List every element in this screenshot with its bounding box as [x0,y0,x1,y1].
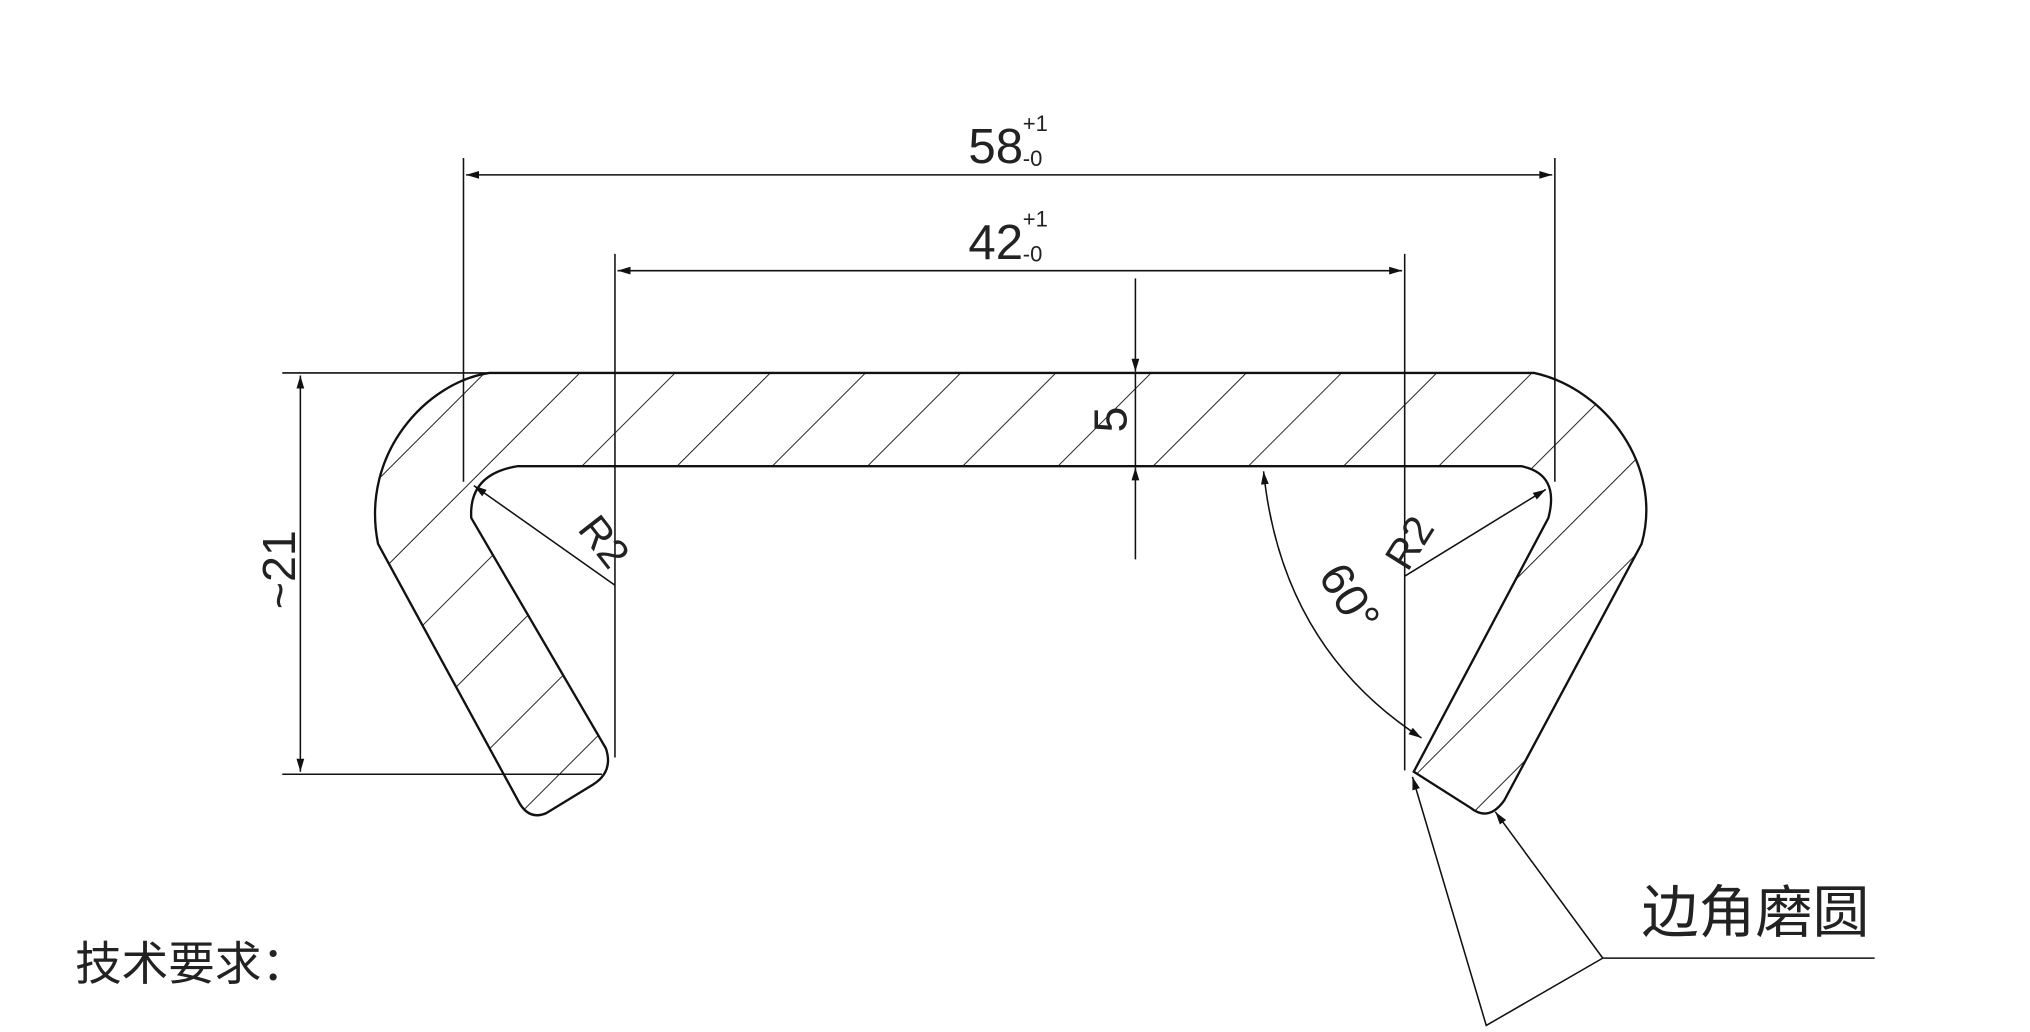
dim-42-lower-tol: -0 [1023,242,1043,267]
dim-42-upper-tol: +1 [1023,207,1048,232]
dim-thickness-value: 5 [1084,407,1136,433]
radius-right-label: R2 [1376,508,1443,577]
edge-callout: 边角磨圆 [1411,776,1875,1027]
angle-dimension: 60° [1261,471,1422,739]
dim-42-value: 42 [968,215,1023,270]
dim-58-upper-tol: +1 [1023,111,1048,136]
edge-callout-text: 边角磨圆 [1642,880,1870,946]
channel-profile [373,371,1648,817]
dimension-42: 42 +1 -0 [614,207,1406,771]
dim-height-value: ~21 [253,530,305,609]
dim-58-lower-tol: -0 [1023,146,1043,171]
dimension-height: ~21 [253,372,603,776]
dimension-thickness: 5 [1084,278,1140,560]
radius-right: R2 [1376,488,1547,578]
radius-left-label: R2 [570,507,639,577]
dim-58-value: 58 [968,119,1023,174]
tech-requirements-heading: 技术要求： [75,937,308,991]
angle-label: 60° [1309,554,1390,641]
dimension-58: 58 +1 -0 [462,111,1556,482]
